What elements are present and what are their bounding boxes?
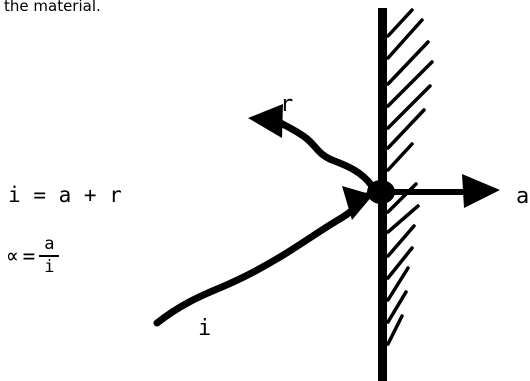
wall-hatching: [386, 8, 434, 346]
fraction-bar: [39, 255, 60, 257]
alpha-equals: =: [22, 244, 36, 268]
alpha-fraction: a i: [39, 234, 60, 277]
absorption-coefficient-equation: ∝ = a i: [6, 234, 60, 277]
absorbed-label: a: [516, 184, 530, 209]
equation-lhs: i: [8, 183, 21, 207]
incident-label: i: [198, 316, 212, 341]
fraction-numerator: a: [44, 234, 55, 254]
reflected-arrowhead: [248, 104, 283, 138]
energy-balance-equation: i = a + r: [8, 183, 122, 207]
alpha-symbol: ∝: [6, 244, 19, 268]
equation-rhs: = a + r: [33, 183, 122, 207]
incident-arrowhead: [342, 186, 373, 220]
absorbed-arrowhead: [462, 174, 500, 208]
fraction-denominator: i: [44, 257, 55, 277]
reflected-ray: [271, 116, 376, 190]
incident-ray: [153, 192, 370, 327]
reflected-label: r: [280, 92, 294, 117]
caption-text: the material.: [4, 0, 101, 15]
